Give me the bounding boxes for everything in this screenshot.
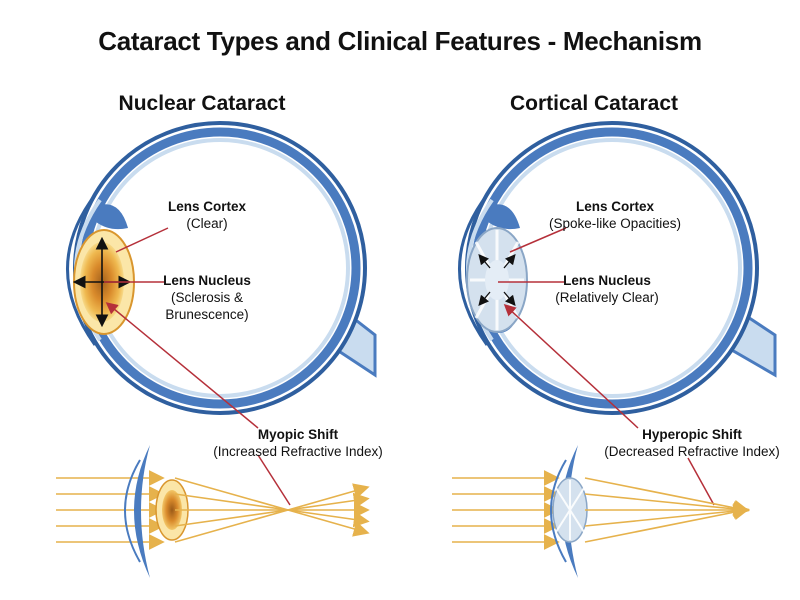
page-title: Cataract Types and Clinical Features - M… xyxy=(98,26,702,56)
cornea xyxy=(66,194,97,346)
nuclear-eye xyxy=(66,121,377,506)
hyperopic-pointer xyxy=(503,303,639,429)
myopic-shift-label: Myopic Shift (Increased Refractive Index… xyxy=(213,427,383,459)
myopic-pointer xyxy=(105,302,259,429)
cortical-ray-diagram xyxy=(452,445,750,578)
nuclear-nucleus-label: Lens Nucleus (Sclerosis & Brunescence) xyxy=(163,273,251,322)
cornea-small xyxy=(134,445,150,578)
cortical-panel-title: Cortical Cataract xyxy=(509,92,679,115)
cortical-cortex-label: Lens Cortex (Spoke-like Opacities) xyxy=(548,199,682,231)
nuclear-ray-diagram xyxy=(56,445,370,578)
cortical-nucleus-label: Lens Nucleus (Relatively Clear) xyxy=(555,273,659,305)
cortex-pointer xyxy=(115,227,169,253)
nuclear-panel-title: Nuclear Cataract xyxy=(118,92,286,115)
cortex-pointer xyxy=(509,227,567,253)
iris-upper xyxy=(96,204,128,230)
hyperopic-shift-label: Hyperopic Shift (Decreased Refractive In… xyxy=(604,427,780,459)
cortical-eye xyxy=(458,121,777,506)
iris-upper xyxy=(488,204,520,230)
nuclear-cortex-label: Lens Cortex (Clear) xyxy=(167,199,247,231)
cornea xyxy=(458,194,489,346)
